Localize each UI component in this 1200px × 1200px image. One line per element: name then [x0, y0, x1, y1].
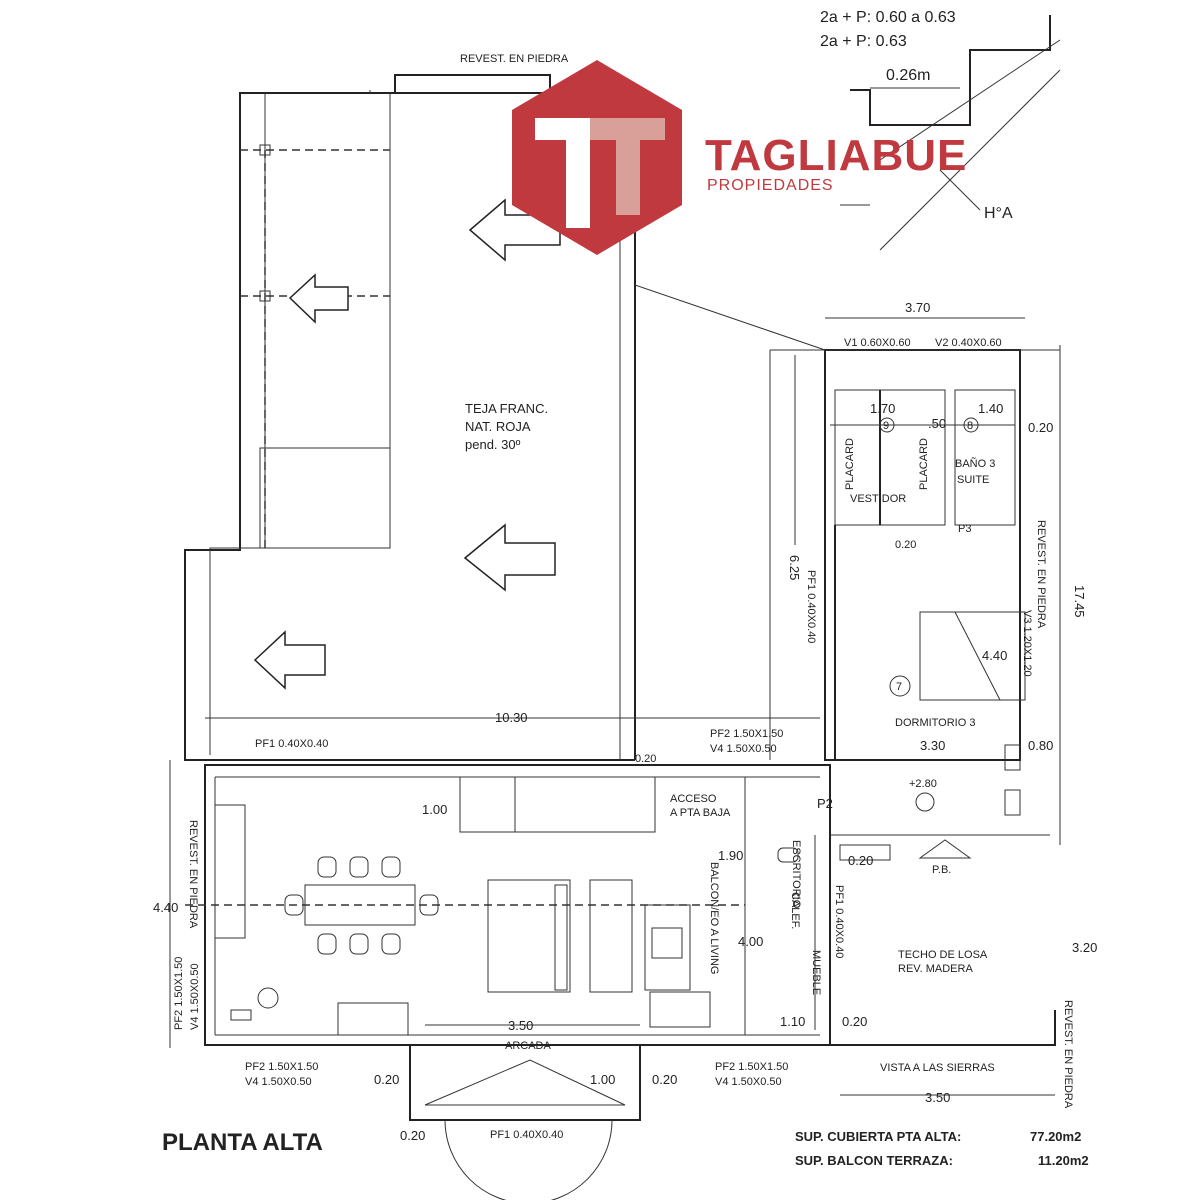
window-pf1-top: PF1 0.40X0.40 [255, 738, 328, 750]
roof-label-2: NAT. ROJA [465, 419, 531, 434]
window-pf1-bottom: PF1 0.40X0.40 [490, 1129, 563, 1141]
mueble-label: MUEBLE [810, 950, 822, 995]
stair-detail [840, 15, 1061, 251]
dim-right-width: 3.70 [905, 300, 930, 315]
level-mark: +2.80 [909, 778, 937, 790]
header-note-1: 2a + P: 0.60 a 0.63 [820, 9, 956, 26]
dining-chairs [284, 847, 799, 959]
dim-020-mid: 0.20 [635, 753, 656, 765]
dim-400: 4.00 [738, 934, 763, 949]
window-pf1-vertical: PF1 0.40X0.40 [805, 570, 817, 643]
summary-value-1: 77.20m2 [1030, 1129, 1081, 1144]
dim-110: 1.10 [780, 1014, 805, 1029]
dim-350a: 3.50 [508, 1018, 533, 1033]
arrow-4 [253, 630, 326, 690]
dim-020e: 0.20 [374, 1072, 399, 1087]
dim-020d: 0.20 [842, 1014, 867, 1029]
dim-020a: 0.20 [1028, 420, 1053, 435]
logo-letter-t2 [590, 118, 665, 215]
dim-020b: 0.20 [895, 539, 916, 551]
room-number-7: 7 [896, 681, 902, 693]
dim-440-bed: 4.40 [982, 648, 1007, 663]
techo-2: REV. MADERA [898, 963, 973, 975]
dim-190: 1.90 [718, 848, 743, 863]
window-v3: V3 1.20X1.20 [1021, 610, 1033, 677]
summary-value-2: 11.20m2 [1038, 1153, 1089, 1168]
window-v4-bl: V4 1.50X0.50 [245, 1076, 312, 1088]
revest-right: REVEST. EN PIEDRA [1035, 520, 1047, 629]
dim-320: 3.20 [1072, 940, 1097, 955]
brand-name: TAGLIABUE [705, 131, 967, 180]
room-marker-7 [889, 675, 911, 697]
stair-material: H°A [984, 205, 1013, 222]
door-p2: P2 [817, 796, 833, 811]
top-strip-label: REVEST. EN PIEDRA [460, 53, 569, 65]
vista-label: VISTA A LAS SIERRAS [880, 1062, 995, 1074]
dim-020c: 0.20 [848, 853, 873, 868]
logo-letter-t1 [535, 118, 620, 228]
dim-1745: 17.45 [1072, 585, 1087, 618]
dim-170: 1.70 [870, 401, 895, 416]
dim-330: 3.30 [920, 738, 945, 753]
window-pf1-mid: PF1 0.40X0.40 [833, 885, 845, 958]
window-v4-top: V4 1.50X0.50 [710, 743, 777, 755]
dim-020f: 0.20 [652, 1072, 677, 1087]
room-number-8: 8 [967, 420, 973, 432]
room-suite: SUITE [957, 474, 989, 486]
window-pf2-top: PF2 1.50X1.50 [710, 728, 783, 740]
arcada-label: ARCADA [505, 1040, 552, 1052]
placard-2: PLACARD [918, 438, 930, 490]
header-note-2: 2a + P: 0.63 [820, 33, 907, 50]
dim-100-bottom: 1.00 [590, 1072, 615, 1087]
plan-title: PLANTA ALTA [162, 1129, 323, 1156]
balcon-label: BALCON/EO A LIVING [708, 862, 720, 975]
room-marker-8 [963, 417, 979, 433]
dim-140: 1.40 [978, 401, 1003, 416]
window-v2: V2 0.40X0.60 [935, 337, 1002, 349]
revest-br: REVEST. EN PIEDRA [1062, 1000, 1074, 1109]
right-block [769, 317, 1061, 845]
window-v4-left: V4 1.50X0.50 [189, 963, 201, 1030]
window-pf2-bl: PF2 1.50X1.50 [245, 1061, 318, 1073]
summary-label-1: SUP. CUBIERTA PTA ALTA: [795, 1129, 961, 1144]
door-p3: P3 [958, 523, 971, 535]
acceso-1: ACCESO [670, 793, 717, 805]
brand-logo [512, 60, 682, 255]
pb-label: P.B. [932, 864, 951, 876]
room-bano: BAÑO 3 [955, 457, 995, 470]
level-icon [915, 792, 935, 812]
dim-100: 1.00 [422, 802, 447, 817]
dim-total-width: 10.30 [495, 710, 528, 725]
room-number-9: 9 [883, 420, 889, 432]
arrow-3 [463, 523, 556, 592]
room-marker-9 [879, 417, 895, 433]
dim-020-bottom: 0.20 [400, 1128, 425, 1143]
dim-440-left: 4.40 [153, 900, 178, 915]
techo-1: TECHO DE LOSA [898, 949, 988, 961]
acceso-2: A PTA BAJA [670, 807, 731, 819]
room-vestidor: VESTIDOR [850, 493, 906, 505]
window-v4-br: V4 1.50X0.50 [715, 1076, 782, 1088]
escritorio-label: ESCRITORIO [790, 840, 802, 909]
dim-080: 0.80 [1028, 738, 1053, 753]
roof-label-3: pend. 30º [465, 437, 521, 452]
brand-sub: PROPIEDADES [707, 177, 834, 194]
summary-label-2: SUP. BALCON TERRAZA: [795, 1153, 953, 1168]
dim-625: 6.25 [787, 555, 802, 580]
calef-label: CALEF. [789, 892, 801, 929]
window-v1: V1 0.60X0.60 [844, 337, 911, 349]
roof-label-1: TEJA FRANC. [465, 401, 548, 416]
arrow-2 [288, 273, 349, 324]
revest-left: REVEST. EN PIEDRA [187, 820, 199, 929]
room-dormitorio: DORMITORIO 3 [895, 717, 975, 729]
placard-1: PLACARD [844, 438, 856, 490]
stair-width: 0.26m [886, 67, 930, 84]
window-pf2-br: PF2 1.50X1.50 [715, 1061, 788, 1073]
window-pf2-left: PF2 1.50X1.50 [173, 957, 185, 1030]
dim-350b: 3.50 [925, 1090, 950, 1105]
dim-150: .50 [928, 416, 946, 431]
